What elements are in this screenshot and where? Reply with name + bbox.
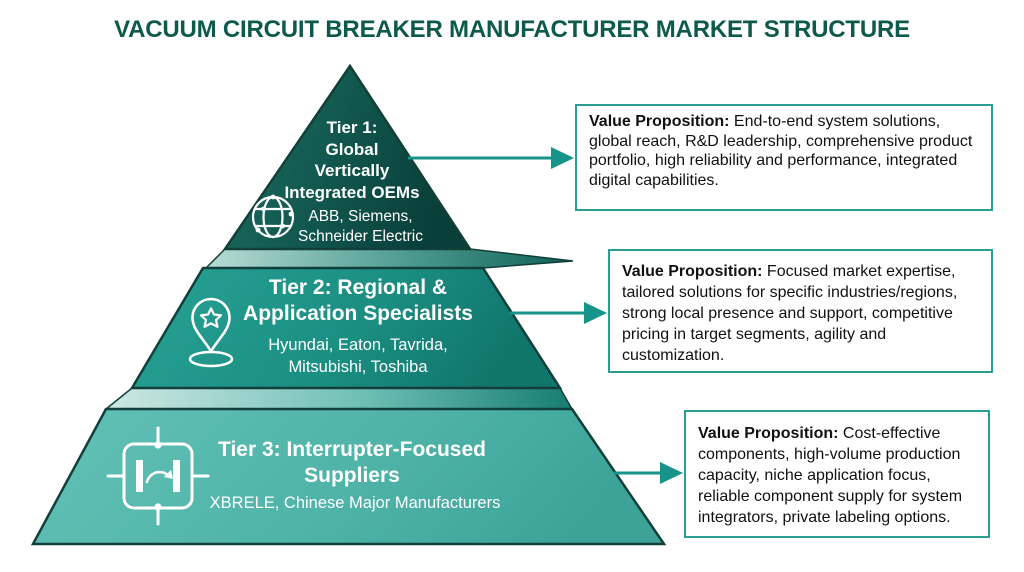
tier2-heading: Tier 2: Regional & Application Specialis… [178,275,538,326]
tier1-heading-line: Vertically [314,161,390,180]
tier3-heading-line: Suppliers [304,463,400,487]
tier2-heading-line: Application Specialists [243,301,473,325]
value-proposition-text: End-to-end system solutions, global reac… [589,113,973,189]
tier1-heading: Tier 1: Global Vertically Integrated OEM… [252,117,452,203]
arrow-tier2 [510,302,607,324]
value-proposition-box-tier2: Value Proposition: Focused market expert… [608,249,993,373]
page-title: VACUUM CIRCUIT BREAKER MANUFACTURER MARK… [114,16,910,43]
tier2-shape [129,266,563,390]
value-proposition-label: Value Proposition: [589,113,730,130]
tier2-companies-line: Mitsubishi, Toshiba [288,358,428,376]
tier1-heading-line: Integrated OEMs [284,182,420,202]
tier3-heading-line: Tier 3: Interrupter-Focused [218,438,486,461]
arrow-tier3 [614,462,683,484]
value-proposition-label: Value Proposition: [698,425,839,442]
value-proposition-text: Focused market expertise, tailored solut… [622,263,958,364]
location-pin-star-icon [188,297,234,368]
vacuum-interrupter-icon [106,426,210,526]
arrow-tier1 [408,147,574,169]
value-proposition-box-tier1: Value Proposition: End-to-end system sol… [575,104,993,211]
tier1-heading-line: Tier 1: [326,118,378,137]
value-proposition-text: Cost-effective components, high-volume p… [698,425,963,526]
tier3-heading: Tier 3: Interrupter-Focused Suppliers [172,437,532,488]
tier2-tier3-ledge [103,387,574,410]
tier3-companies-line: XBRELE, Chinese Major Manufacturers [209,494,501,512]
value-proposition-label: Value Proposition: [622,263,763,280]
tier2-heading-line: Tier 2: Regional & [268,276,448,299]
tier1-heading-line: Global [325,139,379,159]
tier2-companies: Hyundai, Eaton, Tavrida, Mitsubishi, Tos… [198,334,518,378]
tier3-shape [30,407,667,546]
tier3-companies: XBRELE, Chinese Major Manufacturers [175,493,535,514]
tier1-companies-line: Schneider Electric [298,227,423,245]
tier2-companies-line: Hyundai, Eaton, Tavrida, [268,336,448,354]
tier1-tier2-ledge [204,248,574,269]
tier1-companies-line: ABB, Siemens, [308,208,413,225]
globe-icon [251,194,295,239]
value-proposition-box-tier3: Value Proposition: Cost-effective compon… [684,410,990,538]
tier1-companies: ABB, Siemens, Schneider Electric [268,207,453,246]
